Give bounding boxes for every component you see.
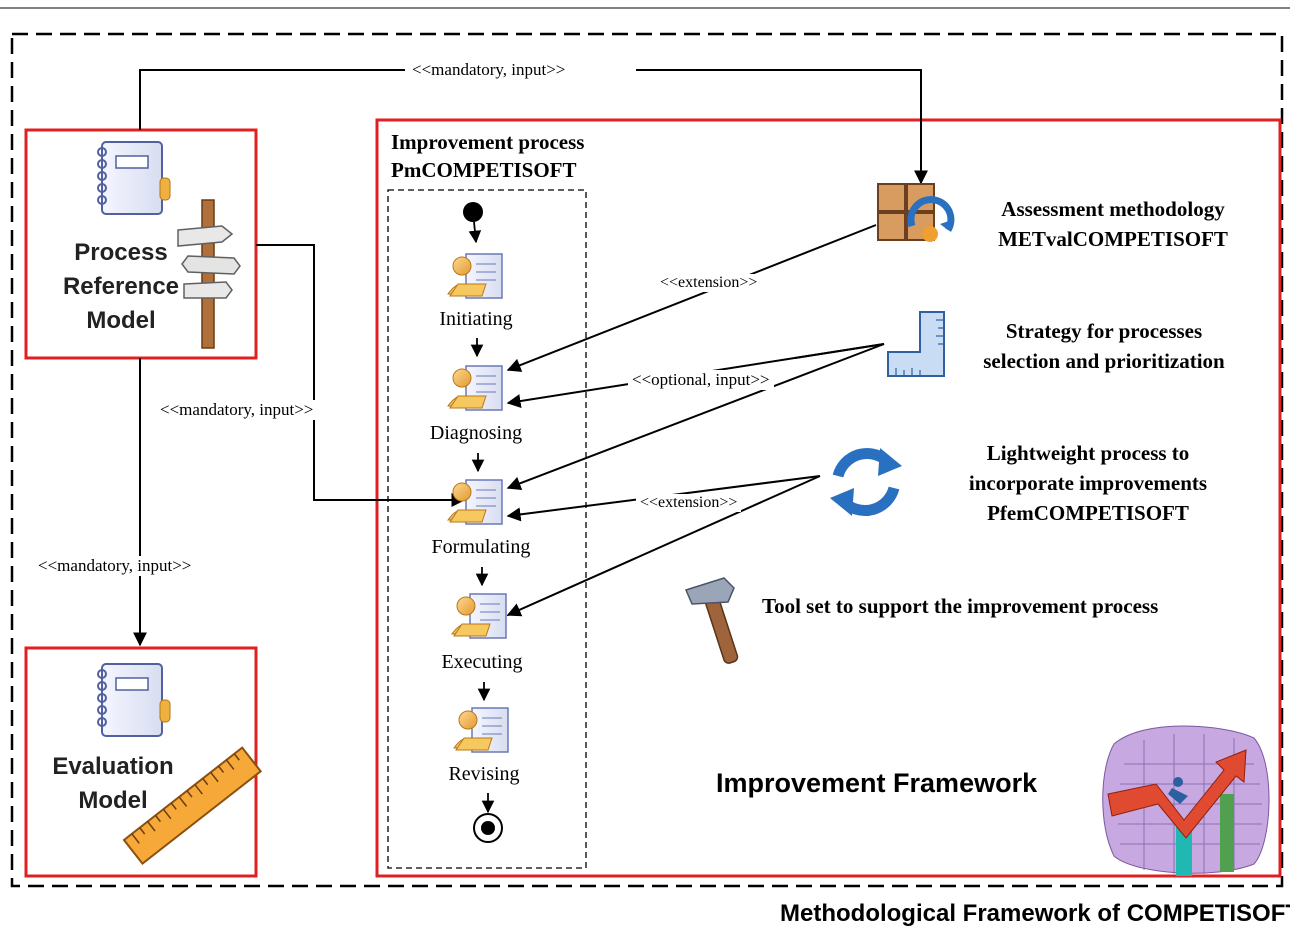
lightweight-line: PfemCOMPETISOFT	[987, 501, 1189, 525]
set-square-icon	[887, 311, 945, 377]
optional-formulating-line	[506, 343, 885, 491]
signpost-icon	[177, 199, 241, 349]
improvement-process-title-line1: Improvement process	[391, 130, 585, 154]
activity-revising-label: Revising	[448, 763, 520, 785]
lightweight-line: Lightweight process to	[986, 441, 1190, 465]
end-node-inner	[481, 821, 495, 835]
flow-arrow-start	[468, 221, 482, 244]
activity-executing-label: Executing	[441, 651, 523, 673]
activity-formulating-label: Formulating	[431, 536, 531, 558]
optional-fork	[794, 343, 885, 359]
improvement-process-title-line2: PmCOMPETISOFT	[391, 158, 577, 182]
improvement-process-lane	[387, 189, 587, 869]
mandatory-left-line	[256, 244, 466, 507]
extension-mid-label: <<extension>>	[636, 494, 742, 512]
activity-icon	[447, 365, 503, 411]
evaluation-model-box	[24, 646, 258, 878]
evaluation-model-label: Evaluation Model	[30, 750, 196, 818]
extension-executing-line	[506, 475, 821, 617]
lightweight-line: incorporate improvements	[968, 471, 1208, 495]
process-reference-model-label: Process Reference Model	[36, 236, 206, 338]
hammer-icon	[684, 577, 739, 664]
methodological-framework-frame	[10, 32, 1284, 888]
process-reference-model-line: Model	[86, 307, 156, 334]
assessment-line: Assessment methodology	[1001, 197, 1225, 221]
improvement-process-title: Improvement process PmCOMPETISOFT	[391, 128, 584, 184]
optional-label: <<optional, input>>	[628, 370, 774, 390]
evaluation-model-line: Model	[78, 787, 148, 814]
mandatory-top-label: <<mandatory, input>>	[408, 60, 570, 80]
improvement-chart-icon	[1102, 725, 1270, 876]
extension-assessment-line	[506, 224, 877, 372]
assessment-line: METvalCOMPETISOFT	[998, 227, 1228, 251]
process-reference-model-line: Reference	[62, 273, 180, 300]
toolset-label: Tool set to support the improvement proc…	[762, 594, 1159, 618]
activity-icon	[451, 593, 507, 639]
notebook-icon	[97, 663, 171, 737]
mandatory-top-line-left	[139, 69, 405, 130]
process-reference-model-line: Process	[74, 239, 168, 266]
evaluation-model-line: Evaluation	[52, 753, 174, 780]
mandatory-top-line-right	[636, 69, 928, 185]
page-title: Methodological Framework of COMPETISOFT	[780, 900, 1290, 927]
extension-top-label: <<extension>>	[656, 274, 762, 292]
activity-icon	[447, 479, 503, 525]
mandatory-left-label: <<mandatory, input>>	[156, 400, 318, 420]
strategy-label: Strategy for processes selection and pri…	[946, 316, 1262, 376]
ruler-icon	[122, 746, 263, 866]
cycle-icon	[830, 447, 902, 517]
mandatory-bottom-label: <<mandatory, input>>	[34, 556, 196, 576]
activity-icon	[447, 253, 503, 299]
assessment-methodology-label: Assessment methodology METvalCOMPETISOFT	[958, 194, 1268, 254]
lightweight-process-label: Lightweight process to incorporate impro…	[930, 438, 1246, 528]
strategy-line: Strategy for processes	[1005, 319, 1203, 343]
activity-initiating-label: Initiating	[439, 308, 513, 330]
start-node	[463, 202, 483, 222]
improvement-framework-box	[375, 118, 1282, 878]
activity-icon	[453, 707, 509, 753]
strategy-line: selection and prioritization	[983, 349, 1225, 373]
activity-diagnosing-label: Diagnosing	[429, 422, 523, 444]
improvement-framework-label: Improvement Framework	[716, 768, 1038, 798]
notebook-icon	[97, 141, 171, 215]
assessment-icon	[877, 183, 955, 242]
